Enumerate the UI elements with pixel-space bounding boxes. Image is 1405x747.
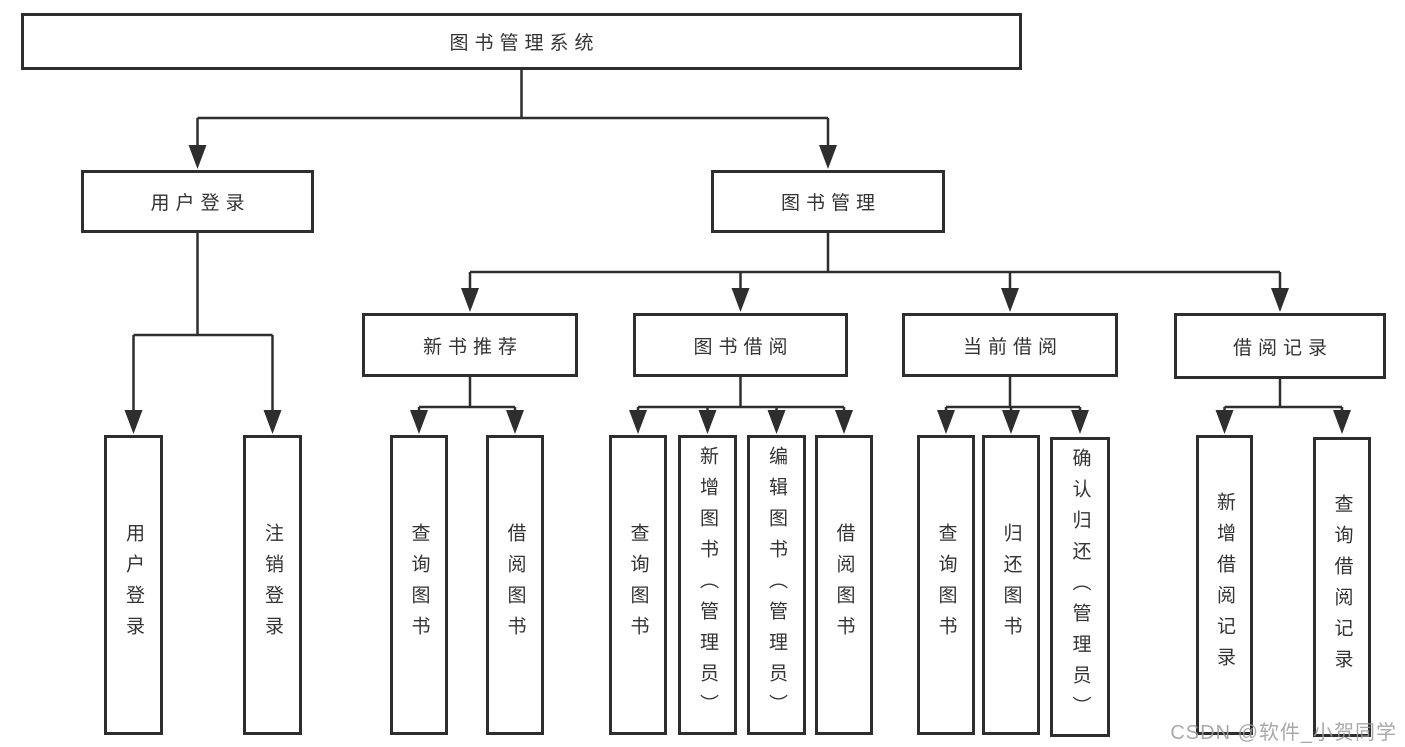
node-user-login: 用户登录 xyxy=(81,170,314,233)
node-label: 借阅记录 xyxy=(1232,337,1333,359)
node-label: 图书借阅 xyxy=(693,336,794,358)
node-label: 查询图书 xyxy=(627,523,649,647)
node-book-management: 图书管理 xyxy=(711,170,945,233)
connector-book-management-branch xyxy=(468,233,1282,290)
node-current-borrow: 当前借阅 xyxy=(902,313,1118,377)
leaf-record-query-borrow-record: 查询借阅记录 xyxy=(1313,437,1371,737)
leaf-user-login: 用户登录 xyxy=(104,435,163,735)
connector-user-login-branch xyxy=(132,233,274,412)
node-label: 当前借阅 xyxy=(962,336,1063,358)
leaf-current-return-books: 归还图书 xyxy=(982,435,1040,735)
leaf-borrow-query-books: 查询图书 xyxy=(609,435,667,735)
node-label: 查询图书 xyxy=(408,523,430,647)
node-label: 归还图书 xyxy=(1000,523,1022,647)
connector-new-book-branch xyxy=(417,377,517,413)
node-label: 借阅图书 xyxy=(833,523,855,647)
arrowheads-borrow-record-leaves xyxy=(1215,410,1351,434)
node-label: 查询图书 xyxy=(935,523,957,647)
arrowheads-new-book-leaves xyxy=(410,410,524,434)
node-borrow-record: 借阅记录 xyxy=(1174,313,1386,379)
connector-current-borrow-branch xyxy=(944,377,1082,413)
node-root: 图书管理系统 xyxy=(21,13,1022,70)
leaf-current-confirm-return-admin: 确认归还（管理员） xyxy=(1050,437,1110,737)
arrowheads-level2 xyxy=(188,145,837,169)
node-label: 用户登录 xyxy=(123,523,144,647)
node-label: 查询借阅记录 xyxy=(1331,494,1353,680)
node-label: 新增图书（管理员） xyxy=(697,445,718,725)
arrowheads-level3 xyxy=(461,288,1289,312)
node-label: 编辑图书（管理员） xyxy=(766,445,787,725)
node-label: 注销登录 xyxy=(262,523,283,647)
leaf-newbook-borrow-books: 借阅图书 xyxy=(486,435,544,735)
leaf-logout-login: 注销登录 xyxy=(243,435,302,735)
node-label: 新书推荐 xyxy=(422,336,523,358)
connector-root-to-level2 xyxy=(196,70,830,147)
node-label: 新增借阅记录 xyxy=(1214,492,1235,678)
watermark: CSDN @软件_小贺同学 xyxy=(1170,722,1397,744)
node-label: 借阅图书 xyxy=(504,523,526,647)
node-book-borrow: 图书借阅 xyxy=(633,313,848,377)
arrowheads-book-borrow-leaves xyxy=(629,410,853,434)
leaf-record-add-borrow-record: 新增借阅记录 xyxy=(1196,435,1253,735)
node-label: 用户登录 xyxy=(150,193,251,214)
leaf-borrow-add-books-admin: 新增图书（管理员） xyxy=(678,435,737,735)
leaf-borrow-borrow-books: 借阅图书 xyxy=(815,435,873,735)
arrowheads-current-borrow-leaves xyxy=(937,410,1089,434)
node-label: 确认归还（管理员） xyxy=(1069,447,1091,727)
connector-borrow-record-branch xyxy=(1223,377,1344,413)
arrowheads-user-login-leaves xyxy=(124,410,282,434)
leaf-newbook-query-books: 查询图书 xyxy=(390,435,448,735)
node-new-book-recommend: 新书推荐 xyxy=(362,313,578,377)
connector-book-borrow-branch xyxy=(636,377,846,413)
leaf-current-query-books: 查询图书 xyxy=(917,435,975,735)
leaf-borrow-edit-books-admin: 编辑图书（管理员） xyxy=(747,435,806,735)
node-label: 图书管理 xyxy=(780,193,881,214)
node-label: 图书管理系统 xyxy=(449,33,600,54)
